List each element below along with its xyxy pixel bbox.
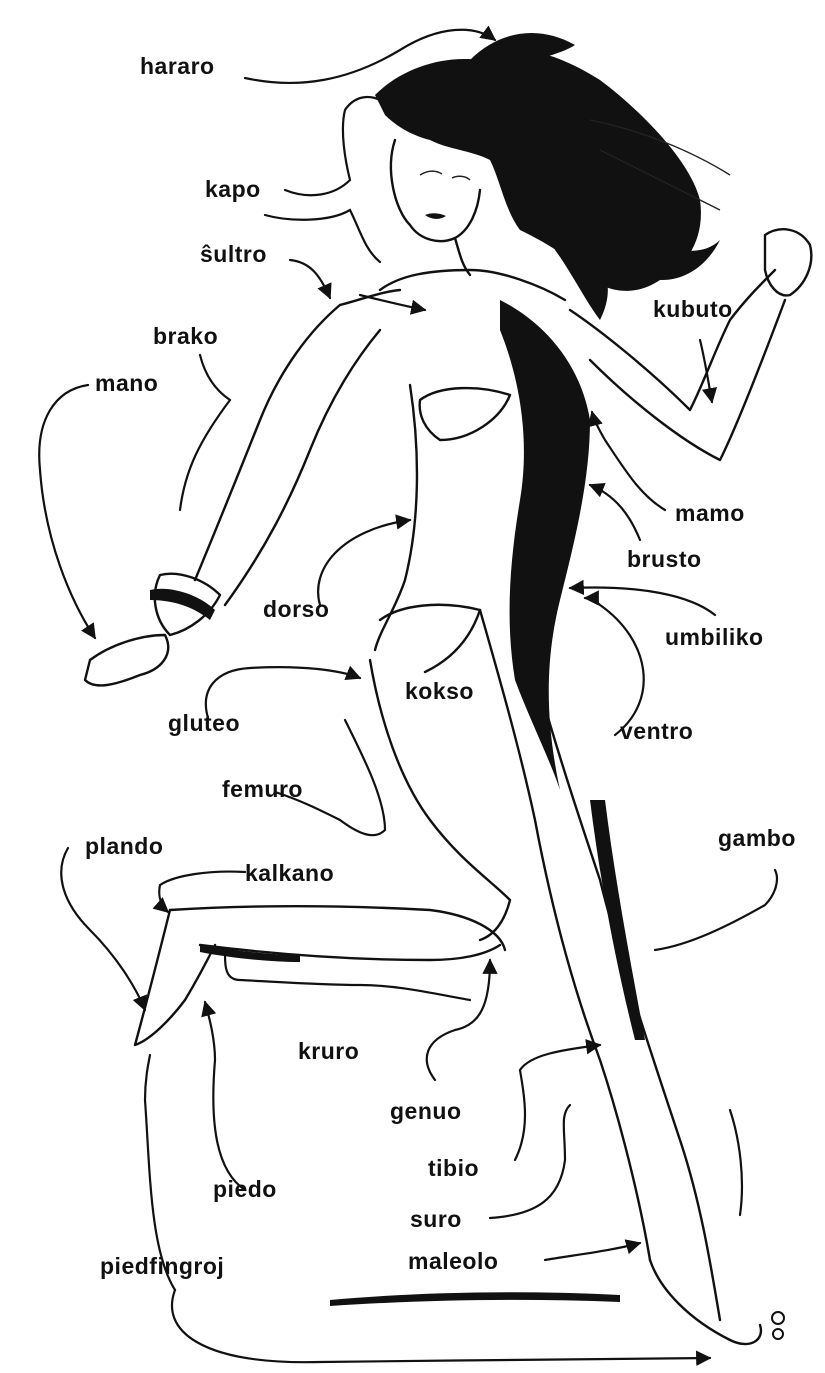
hair-drawing xyxy=(375,33,730,320)
label-maleolo: maleolo xyxy=(408,1250,498,1273)
label-tibio: tibio xyxy=(428,1157,479,1180)
copyright-mark-icon xyxy=(772,1312,784,1339)
label-femuro: femuro xyxy=(222,778,303,801)
label-gluteo: gluteo xyxy=(168,712,240,735)
label-umbiliko: umbiliko xyxy=(665,626,764,649)
bent-leg-drawing xyxy=(135,906,505,1045)
label-kapo: kapo xyxy=(205,178,261,201)
label-piedfingroj: piedfingroj xyxy=(100,1255,224,1278)
label-kubuto: kubuto xyxy=(653,298,733,321)
label-hararo: hararo xyxy=(140,55,215,78)
label-kalkano: kalkano xyxy=(245,862,334,885)
label-mamo: mamo xyxy=(675,502,745,525)
ground-shadow xyxy=(330,1292,620,1306)
label-mano: mano xyxy=(95,372,158,395)
extended-arm-drawing xyxy=(85,305,380,685)
label-piedo: piedo xyxy=(213,1178,277,1201)
label-kruro: kruro xyxy=(298,1040,359,1063)
face-drawing xyxy=(391,140,480,275)
label-suro: suro xyxy=(410,1208,462,1231)
label-kokso: kokso xyxy=(405,680,474,703)
label-plando: plando xyxy=(85,835,163,858)
label-genuo: genuo xyxy=(390,1100,462,1123)
label-brako: brako xyxy=(153,325,218,348)
torso-drawing xyxy=(340,270,590,790)
label-brusto: brusto xyxy=(627,548,702,571)
label-gambo: gambo xyxy=(718,827,796,850)
label-dorso: dorso xyxy=(263,598,329,621)
label-ventro: ventro xyxy=(620,720,693,743)
legs-drawing xyxy=(370,610,761,1344)
label-sultro: ŝultro xyxy=(200,243,267,266)
